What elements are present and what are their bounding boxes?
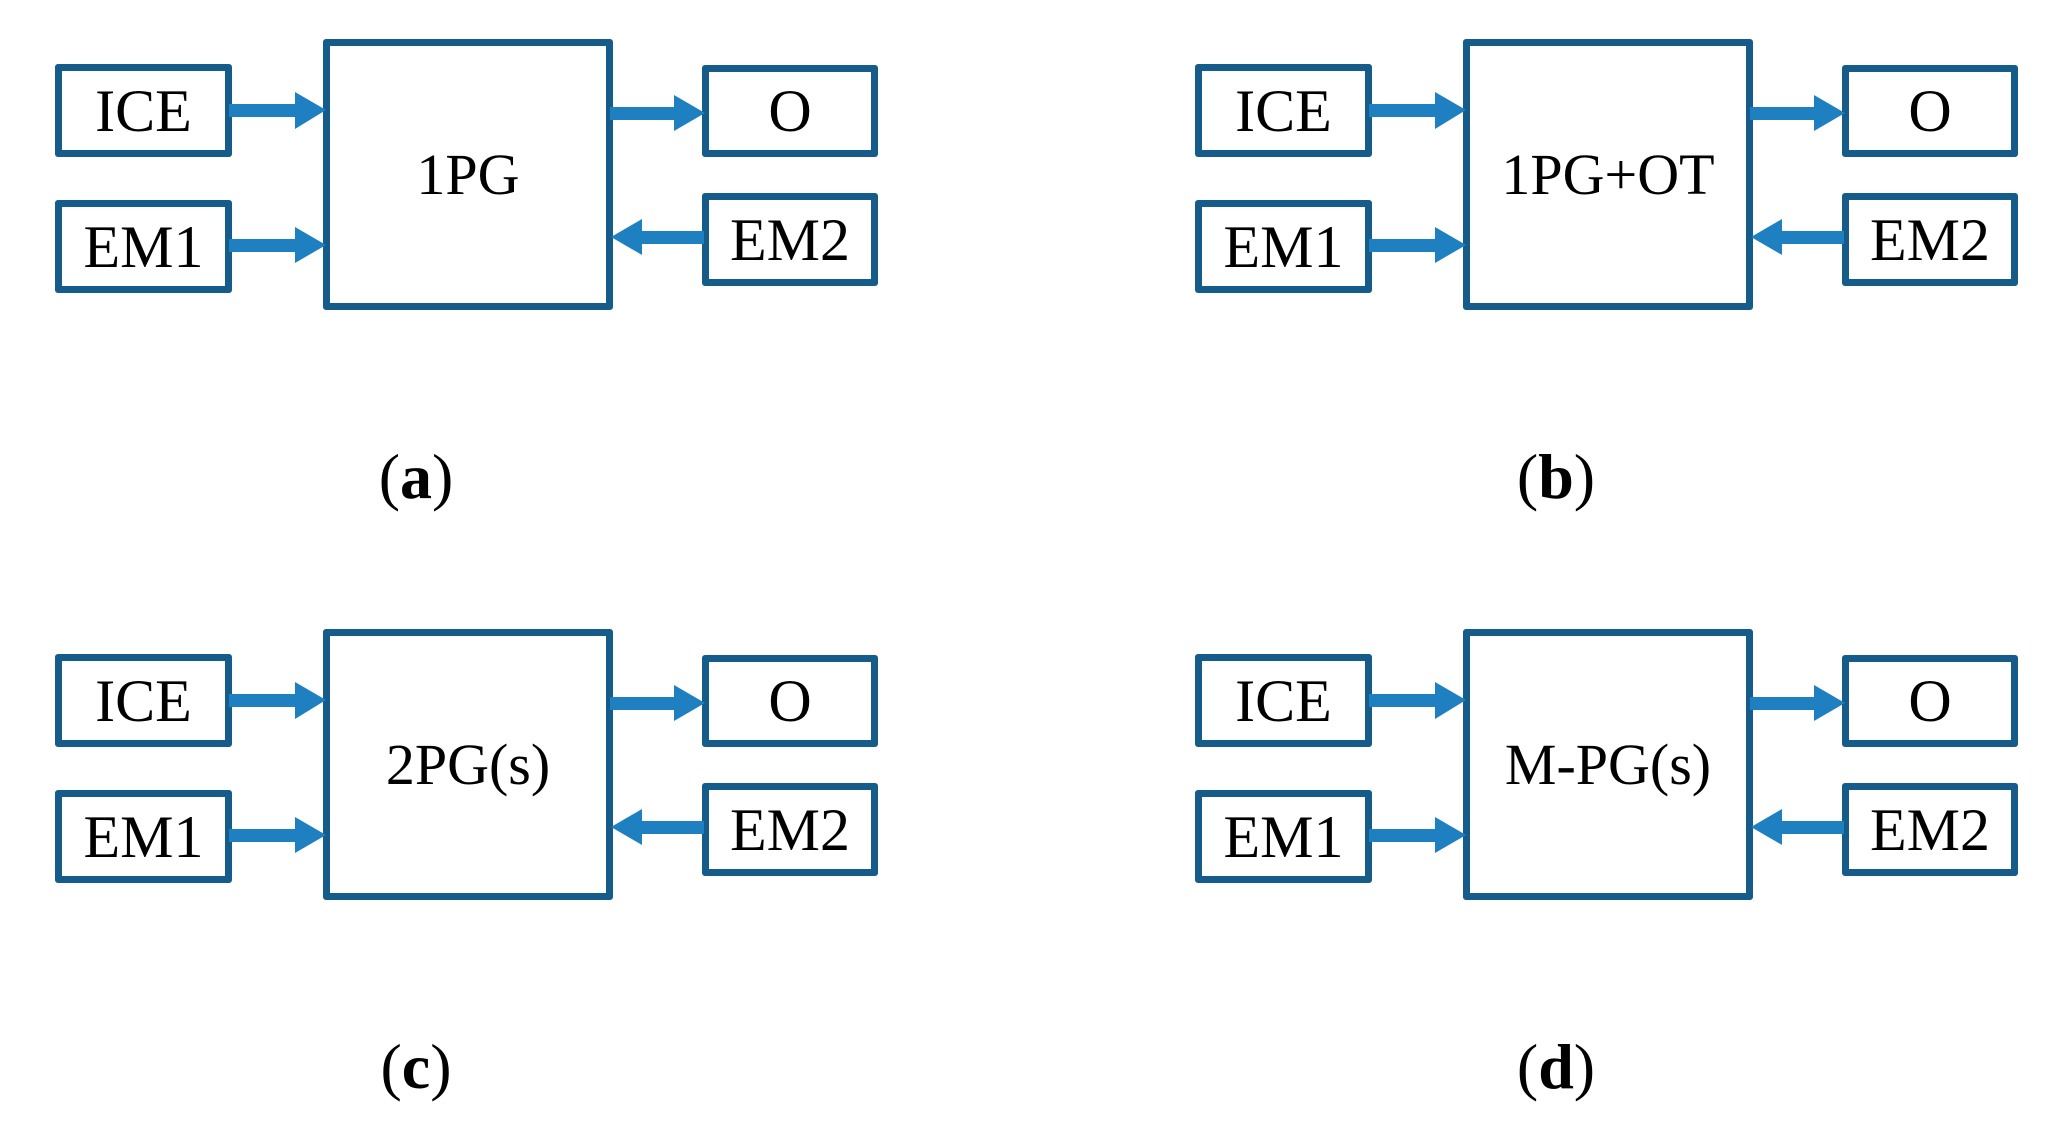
gearbox-to-output-arrow-icon xyxy=(610,95,705,131)
output-label: O xyxy=(1908,668,1952,734)
output-label: O xyxy=(768,78,812,144)
panel-b: ICE EM1 1PG+OT O EM2 xyxy=(1140,0,2059,551)
em1-to-gearbox-arrow-icon xyxy=(229,817,326,853)
output-label: O xyxy=(1908,78,1952,144)
em1-box: EM1 xyxy=(1195,790,1372,883)
ice-label: ICE xyxy=(1235,77,1332,144)
em1-to-gearbox-arrow-icon xyxy=(229,227,326,263)
gearbox-label: 1PG xyxy=(416,141,520,207)
em1-label: EM1 xyxy=(83,213,204,280)
em2-label: EM2 xyxy=(1870,796,1990,863)
output-label: O xyxy=(768,668,812,734)
em2-label: EM2 xyxy=(730,206,850,273)
em1-box: EM1 xyxy=(55,200,232,293)
panel-caption: (d) xyxy=(1516,1031,1596,1102)
gearbox-box: 2PG(s) xyxy=(323,629,613,900)
panel-caption: (c) xyxy=(380,1031,452,1102)
panel-d: ICE EM1 M-PG(s) O EM2 xyxy=(1140,590,2059,1141)
ice-label: ICE xyxy=(1235,667,1332,734)
ice-label: ICE xyxy=(95,667,192,734)
output-box: O xyxy=(702,65,878,157)
em2-box: EM2 xyxy=(1842,783,2018,876)
ice-box: ICE xyxy=(1195,654,1372,747)
em2-box: EM2 xyxy=(702,193,878,286)
em2-to-gearbox-arrow-icon xyxy=(1751,219,1844,255)
gearbox-label: M-PG(s) xyxy=(1504,731,1712,797)
panel-a: ICE EM1 1PG O EM2 xyxy=(0,0,919,551)
output-box: O xyxy=(1842,65,2018,157)
gearbox-box: 1PG xyxy=(323,39,613,310)
em2-to-gearbox-arrow-icon xyxy=(611,809,704,845)
em1-box: EM1 xyxy=(1195,200,1372,293)
em2-to-gearbox-arrow-icon xyxy=(611,219,704,255)
ice-to-gearbox-arrow-icon xyxy=(1369,92,1466,129)
ice-label: ICE xyxy=(95,77,192,144)
em1-box: EM1 xyxy=(55,790,232,883)
gearbox-box: 1PG+OT xyxy=(1463,39,1753,310)
panel-caption: (a) xyxy=(378,441,454,512)
em2-to-gearbox-arrow-icon xyxy=(1751,809,1844,845)
em1-label: EM1 xyxy=(1223,803,1344,870)
em2-label: EM2 xyxy=(1870,206,1990,273)
ice-box: ICE xyxy=(1195,64,1372,157)
gearbox-label: 1PG+OT xyxy=(1501,141,1715,207)
ice-to-gearbox-arrow-icon xyxy=(1369,682,1466,719)
panel-c: ICE EM1 2PG(s) O EM2 xyxy=(0,590,919,1141)
em2-label: EM2 xyxy=(730,796,850,863)
ice-to-gearbox-arrow-icon xyxy=(229,92,326,129)
gearbox-label: 2PG(s) xyxy=(385,731,551,797)
em2-box: EM2 xyxy=(702,783,878,876)
ice-box: ICE xyxy=(55,654,232,747)
panel-caption: (b) xyxy=(1516,441,1596,512)
gearbox-to-output-arrow-icon xyxy=(1750,95,1845,131)
em1-to-gearbox-arrow-icon xyxy=(1369,817,1466,853)
gearbox-to-output-arrow-icon xyxy=(610,685,705,721)
em2-box: EM2 xyxy=(1842,193,2018,286)
output-box: O xyxy=(1842,655,2018,747)
ice-to-gearbox-arrow-icon xyxy=(229,682,326,719)
output-box: O xyxy=(702,655,878,747)
ice-box: ICE xyxy=(55,64,232,157)
em1-to-gearbox-arrow-icon xyxy=(1369,227,1466,263)
gearbox-box: M-PG(s) xyxy=(1463,629,1753,900)
em1-label: EM1 xyxy=(83,803,204,870)
gearbox-to-output-arrow-icon xyxy=(1750,685,1845,721)
em1-label: EM1 xyxy=(1223,213,1344,280)
